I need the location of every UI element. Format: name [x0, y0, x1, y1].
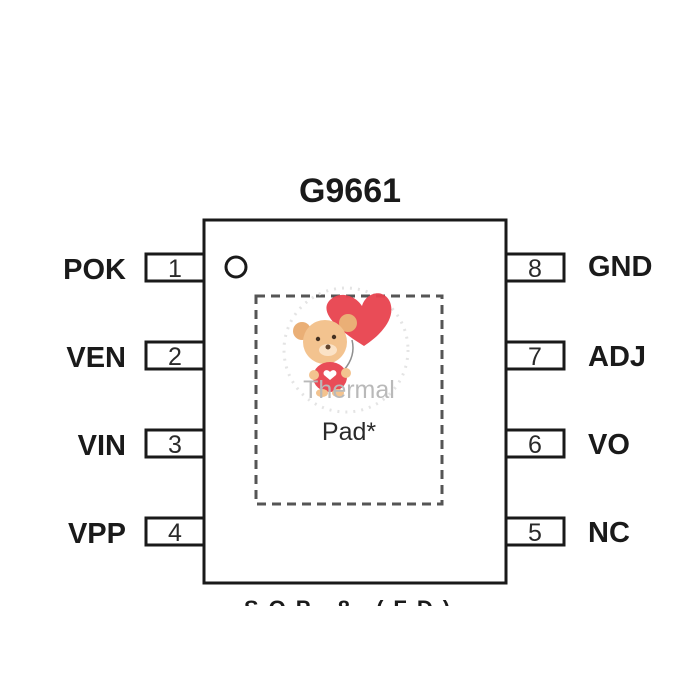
pin-1: 1 POK: [63, 252, 206, 286]
pin-4-lead: [144, 516, 206, 547]
pin-7-number: 7: [528, 343, 542, 371]
pin-8-name: GND: [588, 251, 652, 283]
pin-8-lead: [504, 252, 566, 283]
chip-body: [202, 218, 508, 585]
pin-5-lead: [504, 516, 566, 547]
pin-1-name: POK: [63, 254, 126, 286]
pin-6-name: VO: [588, 429, 630, 461]
pin-6-number: 6: [528, 431, 542, 459]
pin-2-number: 2: [168, 343, 182, 371]
pin-3-lead: [144, 428, 206, 459]
pin-1-number: 1: [168, 255, 182, 283]
pin-8: 8 GND: [504, 251, 652, 283]
pin-4: 4 VPP: [68, 516, 206, 550]
pin-7-name: ADJ: [588, 341, 646, 373]
pin-8-number: 8: [528, 255, 542, 283]
pin-2: 2 VEN: [66, 340, 206, 374]
pin-6: 6 VO: [504, 428, 630, 461]
pin1-marker: [224, 255, 248, 279]
chip-title: G9661: [299, 172, 401, 210]
pin-5-name: NC: [588, 517, 630, 549]
thermal-pad-label-line2: Pad*: [322, 418, 376, 446]
pin-4-name: VPP: [68, 518, 126, 550]
pin-5: 5 NC: [504, 516, 630, 549]
pin-3-number: 3: [168, 431, 182, 459]
pin-2-lead: [144, 340, 206, 371]
crop-edge: [0, 606, 700, 700]
pin-7-lead: [504, 340, 566, 371]
pin-2-name: VEN: [66, 342, 126, 374]
pin-3-name: VIN: [78, 430, 126, 462]
pin-3: 3 VIN: [78, 428, 206, 462]
pin-6-lead: [504, 428, 566, 459]
pin-4-number: 4: [168, 519, 182, 547]
teddy-bear-with-heart-balloon-icon: [282, 286, 410, 414]
thermal-pad-label-line1: Thermal: [303, 376, 395, 404]
pin-5-number: 5: [528, 519, 542, 547]
pin-1-lead: [144, 252, 206, 283]
pin-7: 7 ADJ: [504, 340, 646, 373]
